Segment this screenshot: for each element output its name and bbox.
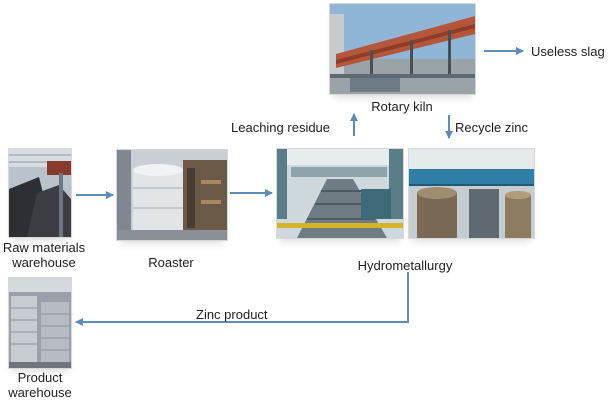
leaching-residue-label: Leaching residue bbox=[231, 120, 331, 135]
product-warehouse-label-line1: Product bbox=[17, 370, 63, 385]
roaster-tower-photo-icon bbox=[117, 150, 227, 240]
hydrometallurgy-photo-left bbox=[276, 148, 404, 239]
hydrometallurgy-photo-right bbox=[408, 148, 535, 239]
roaster-label: Roaster bbox=[148, 255, 194, 270]
product-warehouse-photo bbox=[8, 277, 72, 369]
rotary-kiln-photo bbox=[329, 3, 476, 95]
rotary-kiln-photo-icon bbox=[330, 4, 475, 94]
hydrometallurgy-tanks-photo-icon bbox=[409, 149, 534, 238]
zinc-ingot-stack-photo-icon bbox=[9, 278, 71, 368]
recycle-zinc-label: Recycle zinc bbox=[455, 120, 528, 135]
raw-materials-warehouse-photo bbox=[8, 148, 72, 238]
roaster-photo bbox=[116, 149, 228, 241]
useless-slag-label: Useless slag bbox=[531, 44, 605, 59]
raw-materials-label: Raw materials warehouse bbox=[0, 240, 88, 270]
product-warehouse-label-line2: warehouse bbox=[8, 385, 72, 400]
raw-materials-label-line2: warehouse bbox=[12, 255, 76, 270]
zinc-product-label: Zinc product bbox=[196, 307, 268, 322]
warehouse-photo-icon bbox=[9, 149, 71, 237]
rotary-kiln-label: Rotary kiln bbox=[371, 99, 433, 114]
hydrometallurgy-label: Hydrometallurgy bbox=[357, 258, 453, 273]
product-warehouse-label: Product warehouse bbox=[0, 370, 80, 400]
raw-materials-label-line1: Raw materials bbox=[2, 240, 86, 255]
hydrometallurgy-plant-photo-icon bbox=[277, 149, 403, 238]
